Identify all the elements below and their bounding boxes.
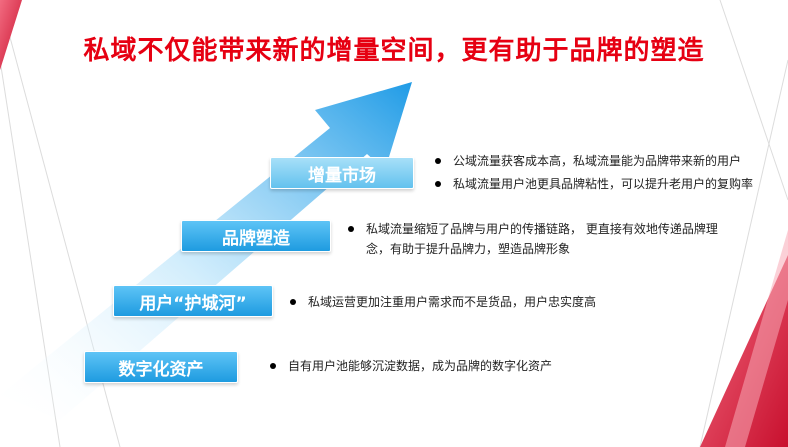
slide-title: 私域不仅能带来新的增量空间，更有助于品牌的塑造 xyxy=(83,36,705,66)
bullet-dot xyxy=(435,157,441,164)
bullet-item: 私域流量缩短了品牌与用户的传播链路， 更直接有效地传递品牌理 xyxy=(348,219,718,239)
bullet-dot xyxy=(290,298,296,305)
bullet-dot xyxy=(435,180,441,187)
bullet-text: 公域流量获客成本高，私域流量能为品牌带来新的用户 xyxy=(453,154,742,168)
stage-digital-asset: 数字化资产 xyxy=(84,351,238,383)
bullet-text: 私域流量用户池更具品牌粘性，可以提升老用户的复购率 xyxy=(453,177,754,191)
bullet-item: 公域流量获客成本高，私域流量能为品牌带来新的用户 xyxy=(435,151,741,171)
bullet-item: 自有用户池能够沉淀数据，成为品牌的数字化资产 xyxy=(270,356,552,376)
stage-label: 增量市场 xyxy=(308,165,376,186)
bullet-text: 私域运营更加注重用户需求而不是货品，用户忠实度高 xyxy=(308,295,597,309)
red-wedge-right xyxy=(700,255,788,447)
stage-label: 数字化资产 xyxy=(118,359,204,380)
bullet-text: 自有用户池能够沉淀数据，成为品牌的数字化资产 xyxy=(288,359,553,373)
stage-label: 用户“护城河” xyxy=(139,293,247,314)
bullet-dot xyxy=(270,362,276,369)
bullet-dot xyxy=(348,225,354,232)
red-corner-top-left xyxy=(0,0,22,70)
stage-brand-building: 品牌塑造 xyxy=(181,220,331,252)
bullet-continuation: 念，有助于提升品牌力，塑造品牌形象 xyxy=(366,242,571,256)
bullet-item: 私域运营更加注重用户需求而不是货品，用户忠实度高 xyxy=(290,292,596,312)
bullet-text: 私域流量缩短了品牌与用户的传播链路， 更直接有效地传递品牌理 xyxy=(366,222,718,236)
stage-user-moat: 用户“护城河” xyxy=(113,285,273,317)
bullet-item: 私域流量用户池更具品牌粘性，可以提升老用户的复购率 xyxy=(435,174,753,194)
pink-wedge-right xyxy=(725,230,788,447)
stage-label: 品牌塑造 xyxy=(222,228,290,249)
stage-increment-market: 增量市场 xyxy=(270,157,414,189)
